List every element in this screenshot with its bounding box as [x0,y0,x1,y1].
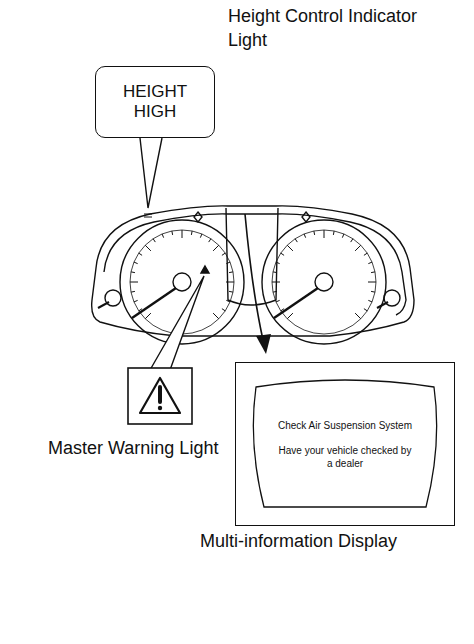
gauge-tick [281,309,284,311]
indicator-text: HEIGHT HIGH [115,82,195,122]
gauge-ticks [130,230,376,319]
gauge-tick [229,291,233,293]
gauge-tick [134,262,138,264]
display-message: Have your vehicle checked by a dealer [277,444,413,470]
warning-triangle-icon [140,378,180,413]
gauge-tick [226,300,230,302]
gauge-tick [272,282,280,283]
gauge-tick [139,253,142,255]
gauge-tick [209,239,211,242]
gauge-tick [368,282,376,283]
gauge-tick [355,313,361,319]
right-gauge [262,220,386,344]
gauge-tick [273,271,277,273]
warning-exclamation-dot [158,406,162,410]
gauge-tick [287,313,293,319]
gauge-tick [368,262,372,264]
part-label: Master Warning Light [48,436,228,460]
gauge-tick [304,234,306,238]
right-gauge-dial [272,230,376,334]
gauge-tick [324,230,325,238]
height-indicator-lamp [144,214,152,217]
gauge-tick [368,300,372,302]
gauge-tick [371,271,375,273]
small-gauge-needle [377,302,388,308]
gauge-tick [229,271,233,273]
gauge-tick [162,234,164,238]
left-gauge-needle [132,288,176,318]
gauge-tick [200,234,202,238]
gauge-tick [191,231,193,235]
gauge-tick [134,300,138,302]
gauge-tick [355,245,361,251]
gauge-tick [131,271,135,273]
callout-box: HEIGHT HIGH [95,66,215,138]
gauge-tick [145,245,151,251]
center-display-window [226,208,278,305]
display-pointer-line [245,214,263,340]
gauge-tick [213,245,219,251]
gauge-tick [333,231,335,235]
indicator-diamond [302,212,310,222]
gauge-tick [131,291,135,293]
gauge-tick [222,309,225,311]
gauge-tick [130,282,138,283]
gauge-tick [222,253,225,255]
warning-exclamation [158,387,162,402]
indicator-diamond [194,212,202,222]
callout-tail [140,138,162,208]
gauge-tick [287,245,293,251]
display-pointer-head [256,334,271,354]
gauge-tick [213,313,219,319]
display-screen: Check Air Suspension SystemHave your veh… [250,377,440,511]
gauge-tick [276,300,280,302]
gauge-tick [276,262,280,264]
gauge-tick [171,231,173,235]
small-gauge-needle [98,302,109,308]
cluster-housing [92,206,414,336]
screen-outline [250,377,440,511]
gauge-tick [226,282,234,283]
display-message: Check Air Suspension System [277,419,413,432]
gauge-tick [342,234,344,238]
gauge-tick [364,309,367,311]
gauge-tick [351,239,353,242]
gauge-tick [145,313,151,319]
display-callout-box: Multi-information DisplayCheck Air Suspe… [235,362,455,526]
right-gauge-needle [274,288,318,318]
master-warning-callout-box [128,368,192,424]
gauge-tick [364,253,367,255]
gauge-tick [273,291,277,293]
gauge-tick [313,231,315,235]
part-label: Height Control Indicator Light [228,4,428,52]
callout-tail [150,276,204,370]
master-warning-lamp [201,266,209,273]
gauge-tick [371,291,375,293]
gauge-tick [139,309,142,311]
gauge-tick [295,239,297,242]
gauge-tick [153,239,155,242]
gauge-tick [281,253,284,255]
gauge-tick [226,262,230,264]
callout-caption: Multi-information Display [200,529,397,553]
gauge-tick [182,230,183,238]
